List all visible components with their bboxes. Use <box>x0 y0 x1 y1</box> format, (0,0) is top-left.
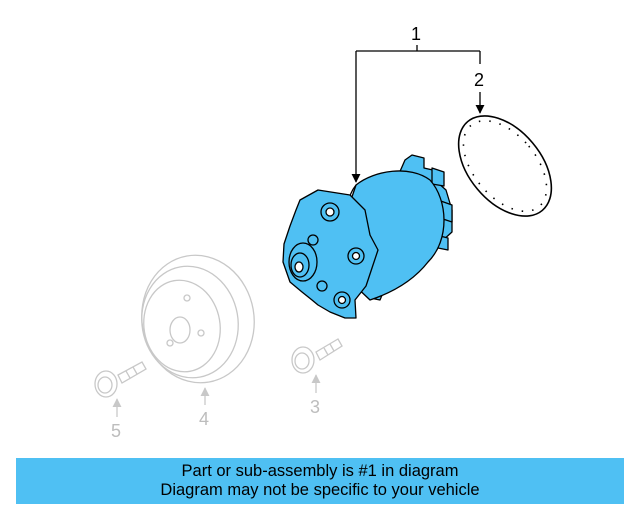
caption-bar: Part or sub-assembly is #1 in diagram Di… <box>16 458 624 504</box>
callout-2-label: 2 <box>474 70 484 90</box>
callout-1-label: 1 <box>411 24 421 44</box>
callout-3-label: 3 <box>310 397 320 417</box>
water-pump-part <box>282 154 453 319</box>
bolt-part-5 <box>94 361 147 398</box>
parts-diagram: 1 2 <box>94 24 553 441</box>
caption-line-2: Diagram may not be specific to your vehi… <box>160 481 480 499</box>
callout-5-label: 5 <box>111 421 121 441</box>
pulley-part <box>141 254 255 384</box>
caption-line-1: Part or sub-assembly is #1 in diagram <box>181 462 459 480</box>
bolt-part-3 <box>291 338 343 374</box>
callout-1-leader <box>351 45 481 183</box>
callout-4-label: 4 <box>199 409 209 429</box>
gasket-part <box>457 115 553 217</box>
